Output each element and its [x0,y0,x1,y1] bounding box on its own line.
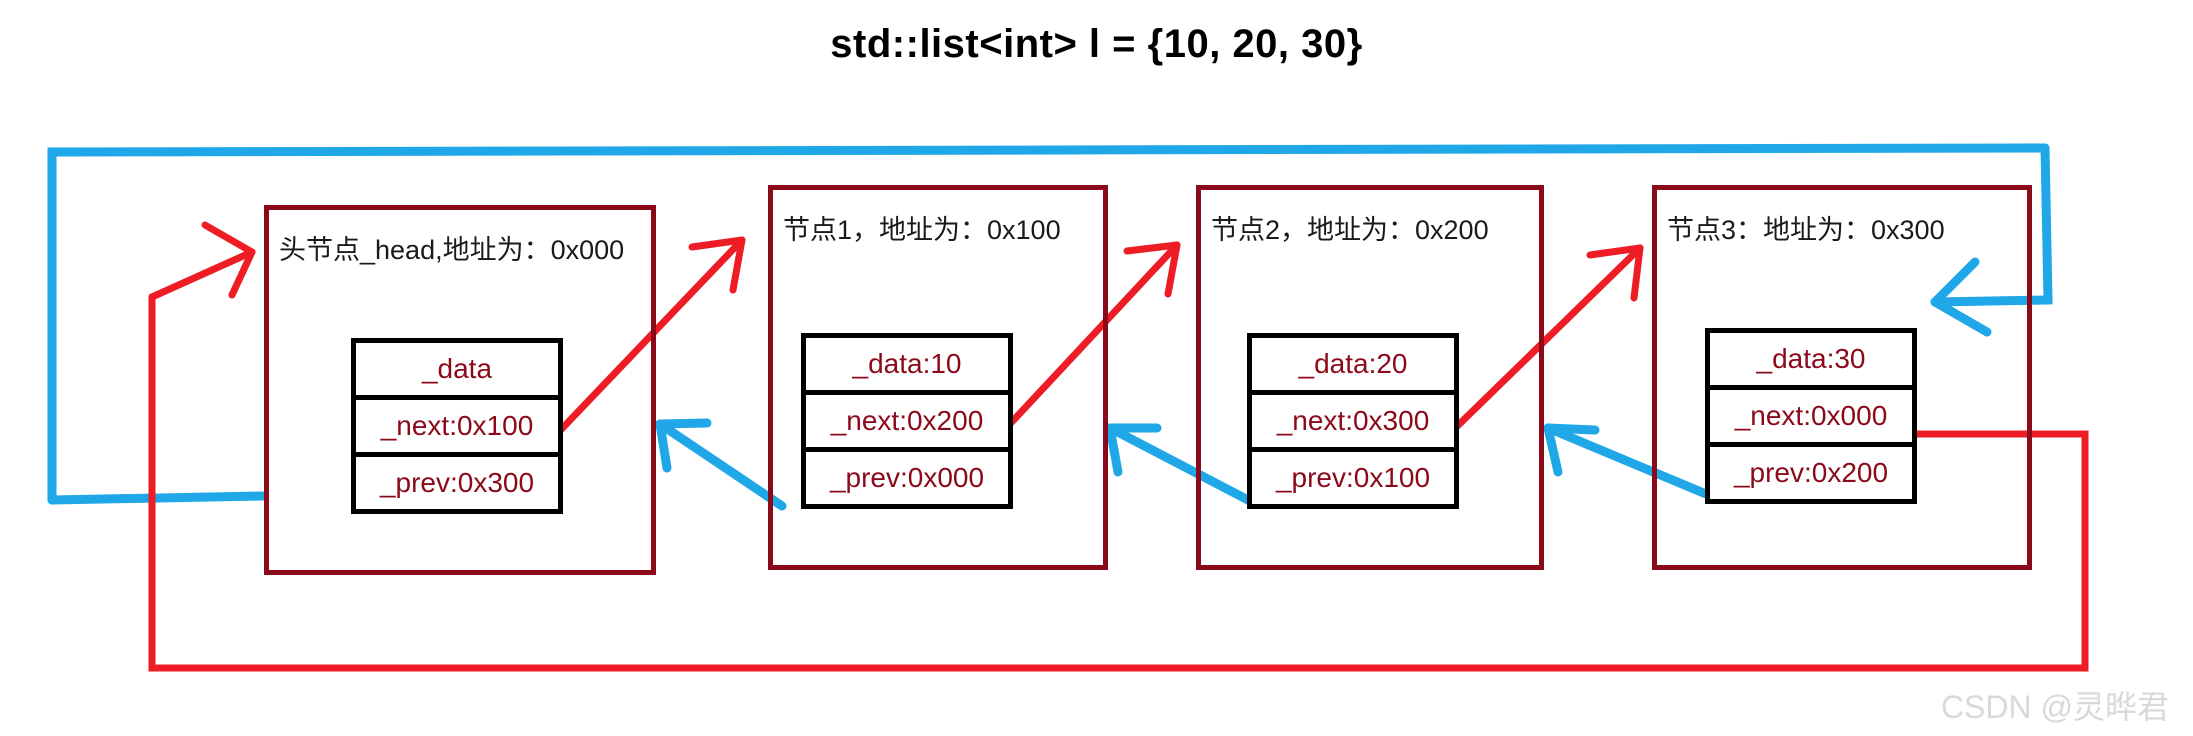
node-head-fields: _data _next:0x100 _prev:0x300 [351,338,563,514]
watermark: CSDN @灵晔君 [1940,689,2169,725]
node-1-data-label: _data:10 [852,348,962,379]
node-1-next-label: _next:0x200 [830,405,984,436]
node-2-prev-label: _prev:0x100 [1275,462,1431,493]
node-2-next-label: _next:0x300 [1276,405,1430,436]
node-2-header: 节点2，地址为：0x200 [1211,215,1489,245]
node-1-prev-label: _prev:0x000 [829,462,985,493]
node-head-next-label: _next:0x100 [380,410,534,441]
node-2-field-data[interactable]: _data:20 [1247,333,1459,395]
node-2[interactable]: 节点2，地址为：0x200 _data:20 _next:0x300 _prev… [1196,185,1544,570]
node-2-data-label: _data:20 [1298,348,1408,379]
node-3-field-data[interactable]: _data:30 [1705,328,1917,390]
node-head[interactable]: 头节点_head,地址为：0x000 _data _next:0x100 _pr… [264,205,656,575]
node-1[interactable]: 节点1，地址为：0x100 _data:10 _next:0x200 _prev… [768,185,1108,570]
node-head-field-next[interactable]: _next:0x100 [351,395,563,457]
node-2-field-next[interactable]: _next:0x300 [1247,390,1459,452]
node-1-field-prev[interactable]: _prev:0x000 [801,447,1013,509]
node-1-header: 节点1，地址为：0x100 [783,215,1061,245]
node-head-field-data[interactable]: _data [351,338,563,400]
node-3[interactable]: 节点3：地址为：0x300 _data:30 _next:0x000 _prev… [1652,185,2032,570]
page-title: std::list<int> l = {10, 20, 30} [830,22,1363,66]
node-1-field-next[interactable]: _next:0x200 [801,390,1013,452]
node-head-prev-label: _prev:0x300 [379,467,535,498]
node-3-data-label: _data:30 [1756,343,1866,374]
node-1-fields: _data:10 _next:0x200 _prev:0x000 [801,333,1013,509]
node-3-next-label: _next:0x000 [1734,400,1888,431]
node-head-data-label: _data [421,353,493,384]
node-3-prev-label: _prev:0x200 [1733,457,1889,488]
node-3-field-prev[interactable]: _prev:0x200 [1705,442,1917,504]
prev-arrow-node1-to-head [655,418,787,511]
node-2-fields: _data:20 _next:0x300 _prev:0x100 [1247,333,1459,509]
node-head-header: 头节点_head,地址为：0x000 [279,235,625,265]
node-3-field-next[interactable]: _next:0x000 [1705,385,1917,447]
node-3-fields: _data:30 _next:0x000 _prev:0x200 [1705,328,1917,504]
node-1-field-data[interactable]: _data:10 [801,333,1013,395]
node-head-field-prev[interactable]: _prev:0x300 [351,452,563,514]
node-2-field-prev[interactable]: _prev:0x100 [1247,447,1459,509]
node-3-header: 节点3：地址为：0x300 [1667,215,1945,245]
